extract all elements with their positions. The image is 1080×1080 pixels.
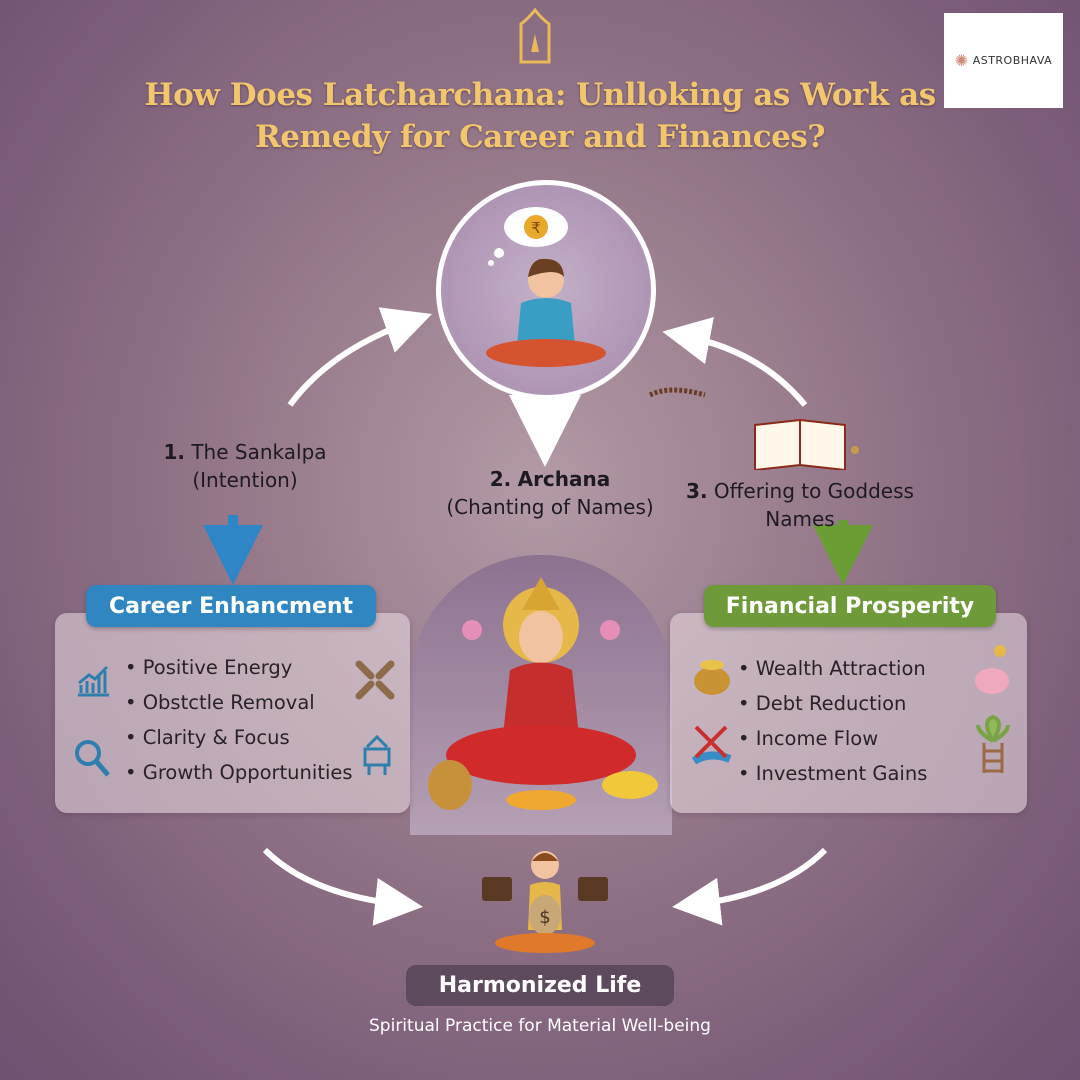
outcome-title: Harmonized Life <box>406 965 674 1006</box>
arrow-bottom-right <box>672 847 828 926</box>
finance-heading: Financial Prosperity <box>704 585 996 627</box>
career-item: Positive Energy <box>125 650 353 685</box>
lotus-icon: ✺ <box>954 51 969 70</box>
meditating-person-icon: ₹ <box>486 207 606 367</box>
page-title: How Does Latcharchana: Unlloking as Work… <box>144 77 936 155</box>
svg-text:₹: ₹ <box>531 219 541 237</box>
temple-icon <box>519 8 551 64</box>
brand-logo: ✺ASTROBHAVA <box>944 13 1063 108</box>
step-archana: 2. Archana(Chanting of Names) <box>446 467 654 519</box>
career-item: Obstctle Removal <box>125 685 353 720</box>
career-item: Growth Opportunities <box>125 755 353 790</box>
finance-item: Investment Gains <box>738 756 928 791</box>
goddess-lakshmi-icon <box>428 577 658 810</box>
finance-item: Debt Reduction <box>738 686 927 721</box>
step-sankalpa: 1. The Sankalpa(Intention) <box>163 440 327 492</box>
arrow-bottom-left <box>262 847 423 926</box>
career-item: Clarity & Focus <box>125 720 353 755</box>
gold-pot-icon <box>694 660 730 695</box>
arrow-left-top <box>287 307 432 407</box>
finance-item: Wealth Attraction <box>738 651 927 686</box>
outcome-subtitle: Spiritual Practice for Material Well-bei… <box>369 1016 711 1036</box>
cross-hand-icon <box>691 725 732 765</box>
plant-ladder-icon <box>976 714 1010 773</box>
growth-chart-icon <box>78 665 109 697</box>
svg-text:$: $ <box>539 907 550 928</box>
goddess-arch <box>410 555 672 835</box>
career-heading: Career Enhancment <box>86 585 376 627</box>
arrow-right-top <box>662 316 808 407</box>
magnifier-icon <box>75 740 110 777</box>
finance-panel: Wealth Attraction Debt Reduction Income … <box>670 613 1027 813</box>
piggy-bank-icon <box>975 645 1009 694</box>
broken-chain-icon <box>355 660 395 700</box>
book-mala-icon <box>648 387 859 470</box>
career-panel: Positive Energy Obstctle Removal Clarity… <box>55 613 410 813</box>
podium-icon <box>363 734 391 775</box>
meditation-circle: ₹ <box>436 180 656 400</box>
balanced-person-icon: $ <box>482 851 608 953</box>
finance-item: Income Flow <box>738 721 927 756</box>
